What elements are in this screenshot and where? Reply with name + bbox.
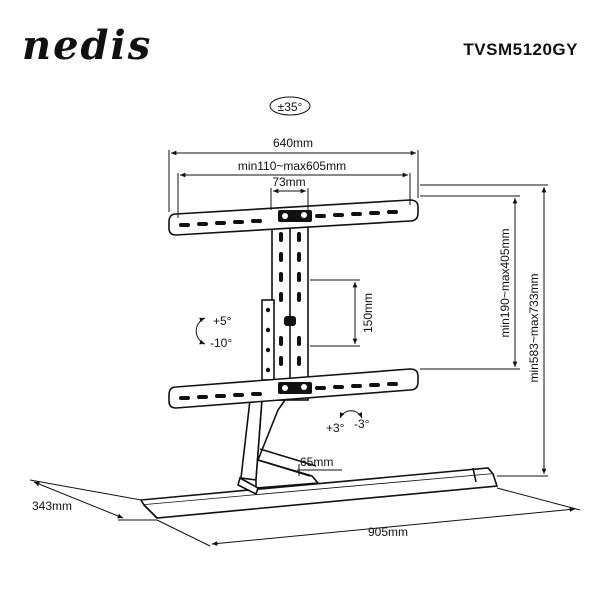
tilt-up-label: +5° (213, 314, 232, 328)
dim-vesa-horizontal (177, 172, 411, 218)
roll-plus-label: +3° (326, 421, 345, 435)
stand-column (237, 399, 320, 496)
swivel-label: ±35° (278, 100, 303, 114)
brand-logo: nedis (22, 22, 153, 69)
vesa-horizontal-label: min110~max605mm (238, 159, 346, 173)
base-depth-label: 343mm (32, 499, 72, 513)
tilt-down-label: -10° (210, 336, 232, 350)
dim-base-width (156, 487, 581, 547)
base-plate (139, 467, 499, 519)
dim-height-adjust (310, 279, 360, 347)
dim-column-offset (297, 464, 342, 476)
column-offset-label: 65mm (300, 455, 333, 469)
center-width-label: 73mm (272, 175, 305, 189)
dim-base-depth (29, 479, 157, 521)
roll-indicator (339, 410, 363, 419)
model-number: TVSM5120GY (463, 40, 578, 59)
vesa-vertical-label: min190~max405mm (498, 228, 512, 337)
vertical-column (261, 217, 309, 401)
roll-minus-label: -3° (354, 417, 370, 431)
base-width-label: 905mm (368, 525, 408, 539)
dim-vesa-vertical (420, 195, 520, 370)
top-vesa-arm (168, 199, 419, 236)
dim-total-height (420, 184, 548, 477)
bracket-width-label: 640mm (273, 136, 313, 150)
total-height-label: min583~max733mm (527, 273, 541, 382)
swivel-indicator: ±35° (269, 96, 311, 116)
tilt-indicator (195, 317, 206, 345)
dim-center-width (270, 188, 309, 210)
height-adjust-label: 150mm (361, 293, 375, 333)
bottom-vesa-arm (168, 368, 419, 409)
dim-bracket-width (168, 150, 419, 212)
